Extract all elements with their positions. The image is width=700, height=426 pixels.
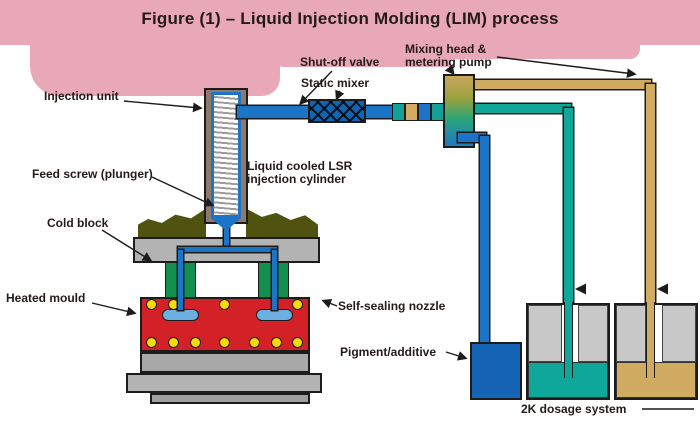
pigment-pipe-horizontal (458, 133, 486, 142)
material-a-dip-tube (564, 302, 573, 378)
label-feed-screw: Feed screw (plunger) (32, 167, 153, 181)
label-injection-unit: Injection unit (44, 89, 119, 103)
label-cold-block: Cold block (47, 216, 109, 230)
heater-element (271, 337, 282, 348)
pigment-pipe-vertical (480, 136, 489, 344)
label-metering-pump: Mixing head & metering pump (405, 42, 492, 69)
label-dosage-system: 2K dosage system (521, 402, 627, 416)
label-pigment: Pigment/additive (340, 345, 437, 359)
pigment-container (470, 342, 522, 400)
mold-base-plate (126, 373, 322, 393)
material-b-pipe-vertical (646, 84, 655, 378)
heater-element (146, 299, 157, 310)
material-b-liquid (616, 362, 696, 398)
material-b-drum-wall (616, 305, 646, 362)
banner-extension-right (440, 45, 640, 59)
arrow-nozzle (321, 298, 338, 309)
title-banner (0, 0, 700, 45)
figure-title: Figure (1) – Liquid Injection Molding (L… (141, 9, 559, 28)
arrow-injection-unit (123, 100, 203, 113)
heater-element (146, 337, 157, 348)
injection-screw-barrel (211, 92, 241, 218)
material-a-tube-marker (575, 283, 586, 295)
runner-drop-left (178, 250, 183, 310)
material-b-drum-wall (662, 305, 696, 362)
heater-element (249, 337, 260, 348)
heater-element (219, 299, 230, 310)
banner-extension-center (270, 45, 450, 67)
banner-extension-left (30, 45, 280, 96)
material-a-pipe-vertical (564, 108, 573, 378)
heater-element (190, 337, 201, 348)
mold-top-half-right (246, 208, 318, 237)
heater-element (292, 337, 303, 348)
feed-pipe-mid (366, 106, 392, 118)
material-b-tube-marker (657, 283, 668, 295)
feed-pipe-left (237, 106, 310, 118)
label-shutoff-valve: Shut-off valve (300, 55, 380, 69)
runner-drop-right (272, 250, 277, 310)
arrow-heated-mould (91, 302, 137, 317)
heater-element (292, 299, 303, 310)
arrow-static-mixer (335, 89, 345, 101)
mold-bottom-plate (140, 352, 310, 373)
heater-element (168, 337, 179, 348)
material-slug-teal (392, 103, 405, 121)
mold-top-half-left (138, 208, 206, 237)
material-a-drum-wall (578, 305, 608, 362)
label-static-mixer: Static mixer (301, 76, 370, 90)
injection-nozzle-tip (211, 218, 241, 231)
label-nozzle: Self-sealing nozzle (338, 299, 446, 313)
material-slug-blue (418, 103, 431, 121)
heater-element (219, 337, 230, 348)
label-heated-mould: Heated mould (6, 291, 86, 305)
material-b-dip-tube (646, 302, 655, 378)
runner-line (178, 247, 277, 252)
material-a-pipe-horizontal (475, 104, 571, 113)
sprue-line (224, 226, 229, 250)
static-mixer-body (308, 99, 366, 123)
arrow-pigment (445, 351, 468, 361)
arrow-feed-screw (151, 176, 215, 207)
material-a-drum-wall (528, 305, 562, 362)
arrow-metering-pipes (496, 56, 637, 79)
mold-cavity-right (256, 309, 293, 321)
mold-foot-plate (150, 393, 310, 404)
material-b-pipe-horizontal (475, 80, 651, 89)
mold-cavity-left (162, 309, 199, 321)
material-slug-tan (405, 103, 418, 121)
label-injection-cylinder: Liquid cooled LSR injection cylinder (247, 159, 353, 186)
